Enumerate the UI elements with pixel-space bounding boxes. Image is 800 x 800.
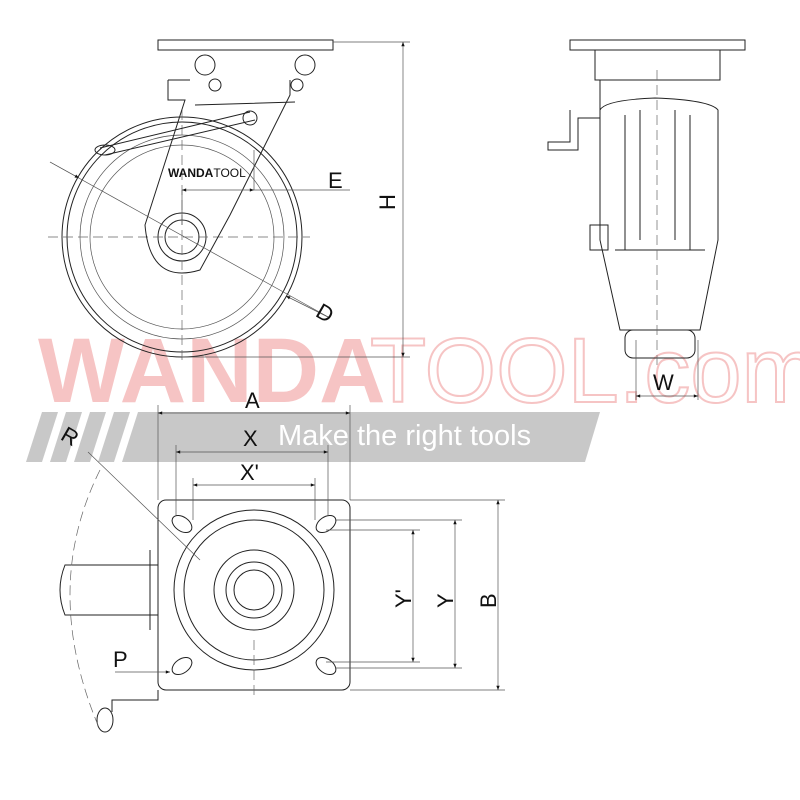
dim-label-x-prime: X': [240, 460, 259, 485]
wheel-brand-label: WANDATOOL: [168, 166, 246, 180]
dim-label-y-prime: Y': [391, 589, 416, 608]
dim-label-e: E: [328, 168, 343, 193]
dim-label-b: B: [476, 593, 501, 608]
dim-label-w: W: [653, 370, 674, 395]
dim-label-y: Y: [433, 593, 458, 608]
dim-label-a: A: [245, 388, 260, 413]
dim-label-p: P: [113, 647, 128, 672]
dim-label-h: H: [375, 194, 400, 210]
dim-label-x: X: [243, 426, 258, 451]
top-view: R A X X' Y' Y B P: [57, 388, 505, 733]
watermark-brand-thin: TOOL.com: [370, 320, 800, 422]
watermark: WANDA TOOL.com Make the right tools: [26, 319, 800, 462]
watermark-slogan: Make the right tools: [278, 420, 531, 452]
side-view: WANDATOOL D E H: [48, 39, 410, 360]
watermark-brand-bold: WANDA: [38, 320, 386, 422]
slogan-band: [26, 412, 600, 462]
front-view: W: [547, 39, 746, 400]
